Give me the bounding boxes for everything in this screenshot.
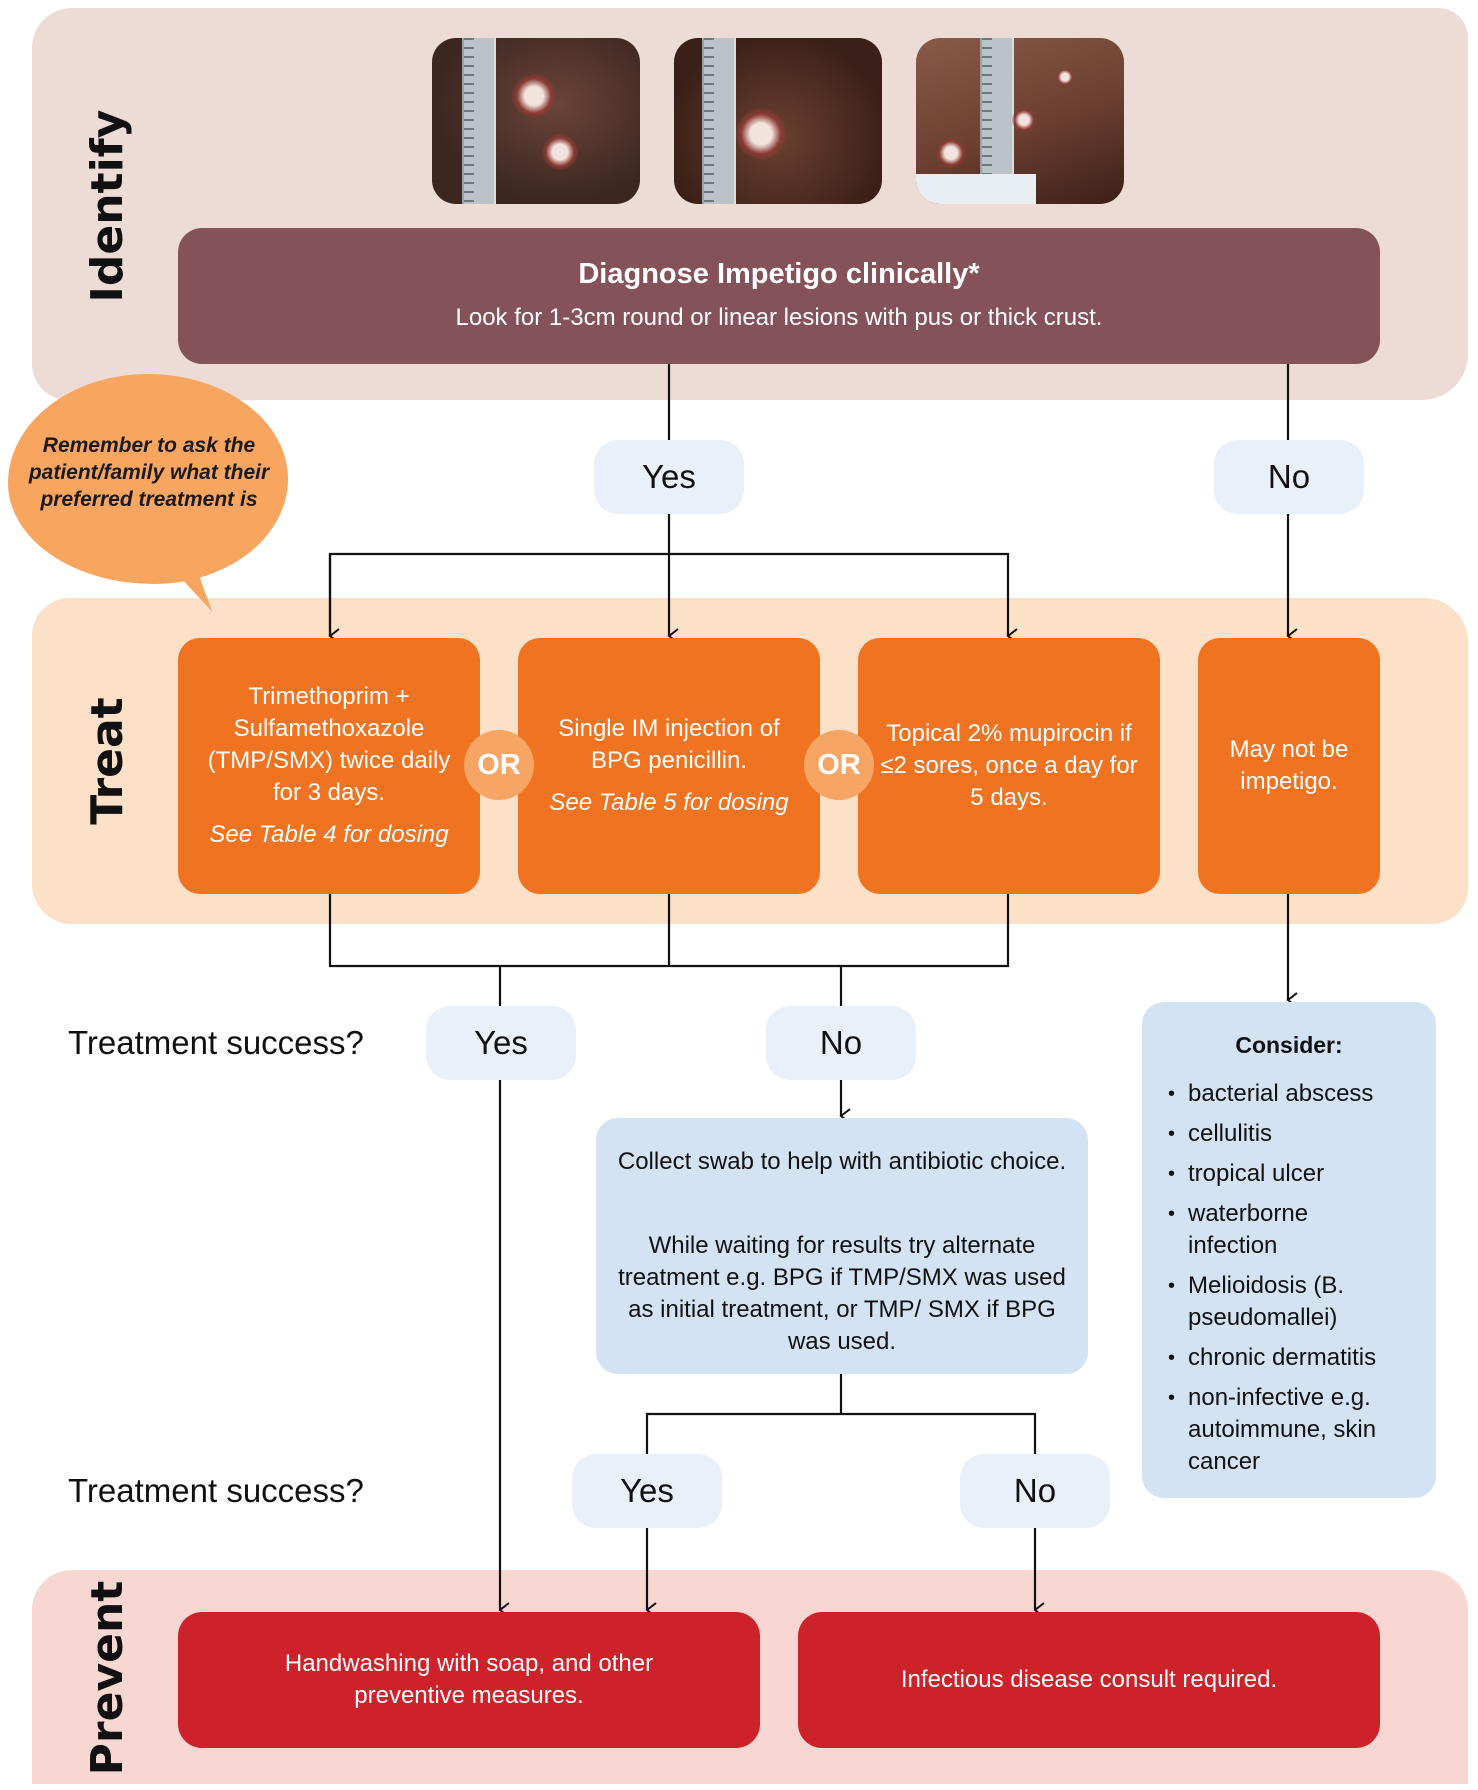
reminder-text: Remember to ask the patient/family what … xyxy=(28,434,270,511)
not-impetigo-box: May not be impetigo. xyxy=(1198,638,1380,894)
lesion-photo-3 xyxy=(916,38,1124,204)
consider-box: Consider: bacterial abscess cellulitis t… xyxy=(1142,1002,1436,1498)
consider-item: Melioidosis (B. pseudomallei) xyxy=(1164,1270,1398,1334)
handwashing-box: Handwashing with soap, and other prevent… xyxy=(178,1612,760,1748)
success2-no-pill: No xyxy=(960,1454,1110,1528)
consider-item: cellulitis xyxy=(1164,1118,1434,1150)
not-impetigo-text: May not be impetigo. xyxy=(1229,736,1349,795)
treat-mupirocin-text: Topical 2% mupirocin if ≤2 sores, once a… xyxy=(880,720,1138,811)
consider-item: waterborne infection xyxy=(1164,1198,1358,1262)
success1-yes-pill: Yes xyxy=(426,1006,576,1080)
diagnose-no-pill: No xyxy=(1214,440,1364,514)
consider-list: bacterial abscess cellulitis tropical ul… xyxy=(1164,1078,1434,1486)
treat-mupirocin-box: Topical 2% mupirocin if ≤2 sores, once a… xyxy=(858,638,1160,894)
id-consult-box: Infectious disease consult required. xyxy=(798,1612,1380,1748)
diagnose-subtitle: Look for 1-3cm round or linear lesions w… xyxy=(455,304,1103,331)
consider-title: Consider: xyxy=(1235,1032,1343,1058)
success2-yes-pill: Yes xyxy=(572,1454,722,1528)
treat-bpg-box: Single IM injection of BPG penicillin. S… xyxy=(518,638,820,894)
or-circle-2: OR xyxy=(804,730,874,800)
consider-item: bacterial abscess xyxy=(1164,1078,1434,1110)
diagnose-yes-pill: Yes xyxy=(594,440,744,514)
success-question-2: Treatment success? xyxy=(68,1472,364,1509)
alternate-treatment-instruction: While waiting for results try alternate … xyxy=(618,1232,1066,1355)
treat-tmp-smx-box: Trimethoprim + Sulfamethoxazole (TMP/SMX… xyxy=(178,638,480,894)
success1-no-pill: No xyxy=(766,1006,916,1080)
diagnose-box: Diagnose Impetigo clinically* Look for 1… xyxy=(178,228,1380,364)
or-circle-1: OR xyxy=(464,730,534,800)
success-question-1: Treatment success? xyxy=(68,1024,364,1061)
diagnose-title: Diagnose Impetigo clinically* xyxy=(578,258,980,290)
consider-item: tropical ulcer xyxy=(1164,1158,1434,1190)
consider-item: chronic dermatitis xyxy=(1164,1342,1434,1374)
treat-bpg-dose: See Table 5 for dosing xyxy=(549,789,789,816)
treat-bpg-text: Single IM injection of BPG penicillin. xyxy=(558,715,780,774)
collect-swab-box: Collect swab to help with antibiotic cho… xyxy=(596,1118,1088,1374)
id-consult-text: Infectious disease consult required. xyxy=(900,1666,1278,1693)
lesion-photo-2 xyxy=(674,38,882,204)
consider-item: non-infective e.g. autoimmune, skin canc… xyxy=(1164,1382,1388,1478)
swab-instruction: Collect swab to help with antibiotic cho… xyxy=(617,1148,1067,1175)
treat-tmp-smx-dose: See Table 4 for dosing xyxy=(209,821,449,848)
handwashing-text: Handwashing with soap, and other prevent… xyxy=(284,1650,654,1709)
reminder-speech-bubble xyxy=(8,374,288,584)
lesion-photo-1 xyxy=(432,38,640,204)
treat-tmp-smx-text: Trimethoprim + Sulfamethoxazole (TMP/SMX… xyxy=(207,683,451,806)
